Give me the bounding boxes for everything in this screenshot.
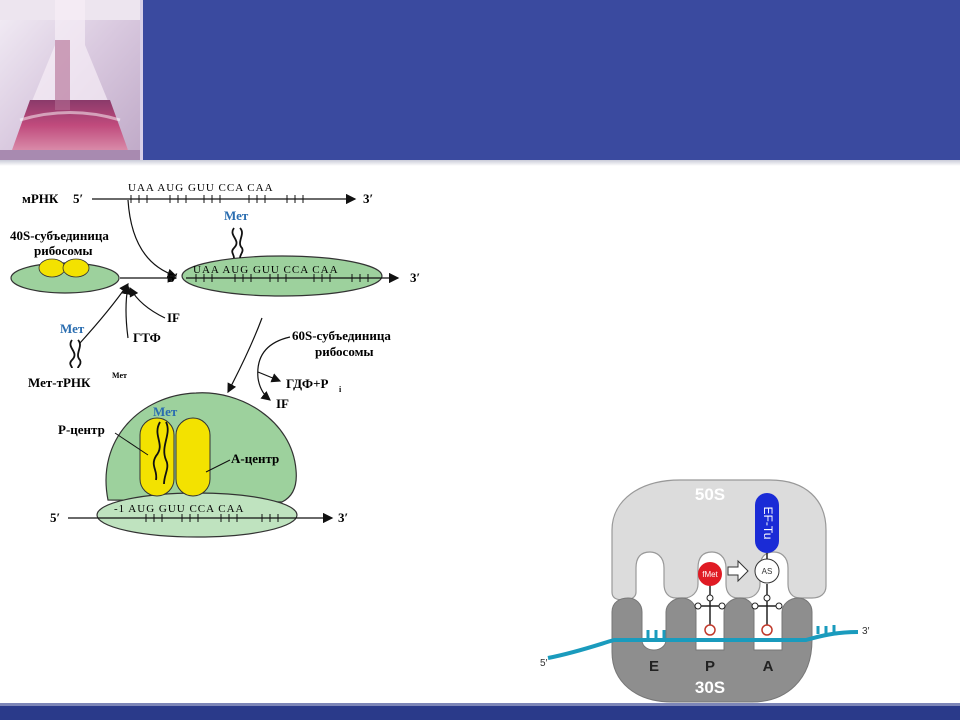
gtp-arrow xyxy=(121,284,132,339)
mrna-strand xyxy=(547,630,859,660)
subunit-40s-label-2: рибосомы xyxy=(34,243,93,258)
site-p-label: P xyxy=(705,658,715,675)
subunit-60s-label: 60S-субъединица xyxy=(292,328,391,343)
trna-icon xyxy=(231,227,244,259)
small-subunit-shape xyxy=(96,492,298,538)
a-center-label: А-центр xyxy=(231,451,279,466)
if-arrow xyxy=(129,286,166,319)
footer-line xyxy=(0,703,960,706)
met-trna-superscript: Мет xyxy=(112,371,127,380)
peptide-transfer-arrow xyxy=(727,559,749,583)
factor-blob xyxy=(62,258,90,278)
trna-icon xyxy=(69,339,82,369)
if-label-2: IF xyxy=(276,396,289,411)
a-site-slot xyxy=(175,417,211,497)
a-center-pointer xyxy=(205,459,231,473)
mrna-codons-complex: UAA AUG GUU CCA CAA xyxy=(193,264,339,276)
mrna-5-prime-label: 5′ xyxy=(540,658,548,669)
fmet-residue xyxy=(698,562,722,586)
mrna-label: мРНК xyxy=(22,191,59,206)
mrna-3-prime-label: 3′ xyxy=(862,626,870,637)
ribosome-5-prime: 5′ xyxy=(50,510,60,525)
codon-ticks-complex xyxy=(195,274,369,282)
subunit-40s-label: 40S-субъединица xyxy=(10,228,109,243)
complex-3-prime: 3′ xyxy=(410,270,420,285)
p-site-trna xyxy=(694,584,726,636)
mrna-3-prime-top: 3′ xyxy=(363,191,373,206)
bacterial-ribosome-diagram: 50S 30S 5′ 3′ fMet xyxy=(520,470,900,705)
initiation-complex xyxy=(181,255,383,297)
met-trna-arrow xyxy=(79,283,129,344)
gdp-label: ГДФ+P xyxy=(286,376,328,391)
translation-initiation-diagram: мРНК 5′ UAA AUG GUU CCA CAA 3′ 40S-субъе… xyxy=(0,165,440,545)
gdp-subscript: i xyxy=(339,385,342,394)
ribosome-3-prime: 3′ xyxy=(338,510,348,525)
p-center-label: Р-центр xyxy=(58,422,105,437)
amino-acid-label: AS xyxy=(762,567,773,576)
site-a-label: A xyxy=(763,658,774,675)
complex-5-prime: 5′ xyxy=(168,270,178,285)
met-label-complex: Мет xyxy=(224,208,249,223)
header-separator xyxy=(140,0,143,160)
codon-ticks xyxy=(646,625,836,640)
trna-icon xyxy=(152,421,169,485)
site-e-label: E xyxy=(649,658,659,675)
p-center-pointer xyxy=(114,432,149,456)
small-subunit-label: 30S xyxy=(695,678,725,697)
met-trna-label: Мет-тРНК xyxy=(28,375,91,390)
mrna-codons-ribosome: -1 AUG GUU CCA CAA xyxy=(114,503,244,515)
release-arrow xyxy=(257,336,291,401)
gdp-arrow xyxy=(257,371,282,383)
met-label-left: Мет xyxy=(60,321,85,336)
ef-tu-label: EF-Tu xyxy=(761,507,775,540)
codon-ticks-top xyxy=(130,195,304,203)
subunit-60s-arrow xyxy=(227,317,263,394)
header-bar xyxy=(0,0,960,160)
subunit-60s-label-2: рибосомы xyxy=(315,344,374,359)
fmet-label: fMet xyxy=(702,570,718,579)
mrna-codons-top: UAA AUG GUU CCA CAA xyxy=(128,182,274,194)
met-label-ribosome: Мет xyxy=(153,404,178,419)
codon-ticks-ribosome xyxy=(145,514,279,522)
mrna-5-prime: 5′ xyxy=(73,191,83,206)
gtp-label: ГТФ xyxy=(133,330,161,345)
ef-tu-factor xyxy=(755,493,779,553)
header-shadow xyxy=(0,160,960,166)
footer-bar xyxy=(0,706,960,720)
flask-photo xyxy=(0,0,140,160)
if-label: IF xyxy=(167,310,180,325)
binding-arrow xyxy=(127,199,178,279)
a-site-trna xyxy=(751,584,783,636)
factor-blob xyxy=(38,258,66,278)
large-subunit-label: 50S xyxy=(695,485,725,504)
